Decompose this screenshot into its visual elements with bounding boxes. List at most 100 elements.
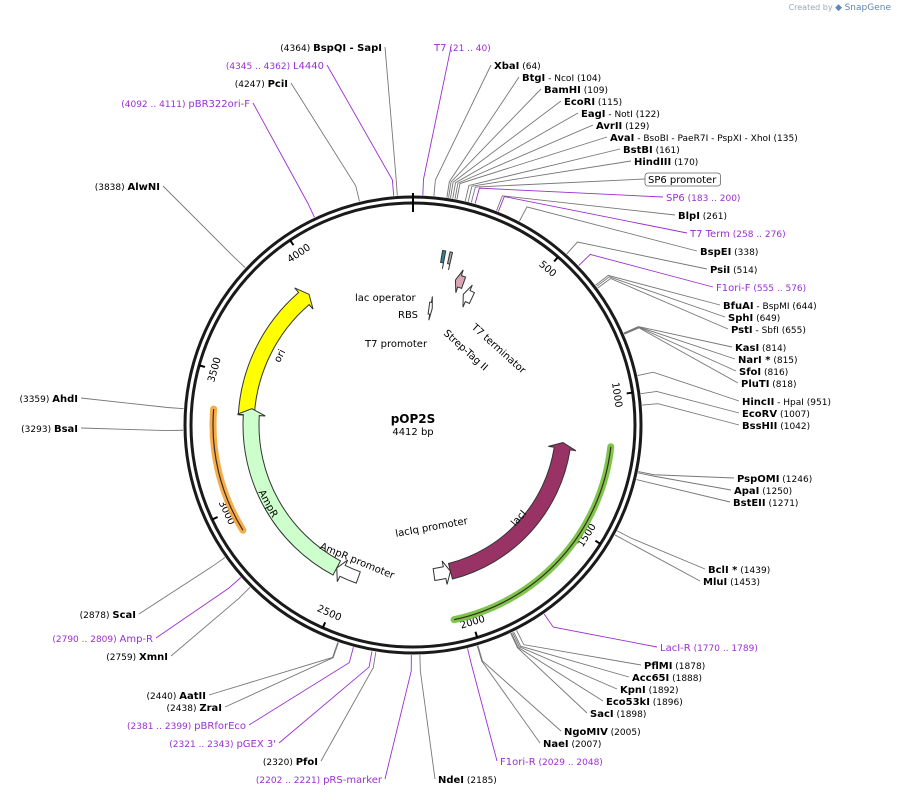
rbs-feature <box>446 251 454 271</box>
lac-operator-feature <box>440 249 447 269</box>
tick-3500 <box>198 364 206 368</box>
leader-bamhi <box>448 88 542 198</box>
leader-blpi <box>496 195 676 216</box>
site-label-naei: NaeI (2007) <box>543 739 601 750</box>
leader-psti <box>597 277 729 330</box>
site-label-nari: NarI * (815) <box>738 355 798 366</box>
leader-xbai <box>433 64 492 196</box>
leader-bsteii <box>636 479 731 503</box>
site-label-ahdi: (3359) AhdI <box>19 394 78 405</box>
site-label-laci-r: LacI-R (1770 .. 1789) <box>660 643 758 654</box>
site-label-hincii: HincII - HpaI (951) <box>742 397 831 408</box>
leader-bcli <box>616 530 706 570</box>
site-label-bsshii: BssHII (1042) <box>742 421 810 432</box>
leader-prs-marker <box>384 654 412 780</box>
leader-t7 <box>422 46 452 196</box>
leader-ahdi <box>80 397 184 410</box>
label-leader-lines <box>80 46 740 780</box>
leader-sp6-promoter <box>470 178 646 203</box>
snapgene-credit: Created by ◆ SnapGene <box>789 3 891 13</box>
site-label-pcii: (4247) PciI <box>235 79 288 90</box>
leader-bspei <box>519 206 698 252</box>
inner-label-lac-operator: lac operator <box>355 293 416 304</box>
site-label-pbrforeco: (2381 .. 2399) pBRforEco <box>127 721 246 732</box>
t7-terminator-feature <box>462 284 476 308</box>
site-label-sp6-promoter: SP6 promoter <box>648 175 717 186</box>
leader-ngomiv <box>477 645 562 732</box>
site-label-aatii: (2440) AatII <box>146 691 206 702</box>
site-label-kasi: KasI (814) <box>735 343 786 354</box>
site-label-t7-term: T7 Term (258 .. 276) <box>689 229 786 240</box>
leader-pcii <box>290 82 360 202</box>
leader-t7-term <box>497 196 688 234</box>
site-label-avai: AvaI - BsoBI - PaeR7I - PspXI - XhoI (13… <box>610 133 798 144</box>
leader-psii <box>566 241 708 270</box>
site-label-t7: T7 (21 .. 40) <box>433 43 491 54</box>
leader-hindiii <box>467 160 632 202</box>
site-label-hindiii: HindIII (170) <box>634 157 698 168</box>
feature-label-ori: ori <box>272 348 288 365</box>
leader-sfoi <box>623 326 737 372</box>
site-label-bspqi-sapi: (4364) BspQI - SapI <box>280 43 382 54</box>
leader-avai <box>456 136 608 200</box>
site-label-f1ori-r: F1ori-R (2029 .. 2048) <box>500 757 603 768</box>
laciq-promoter-feature <box>432 560 451 585</box>
leader-pflmi <box>516 630 642 666</box>
ampr-promoter-feature <box>336 559 361 584</box>
leader-laci-r <box>543 613 658 648</box>
ampr-feature <box>237 408 342 576</box>
strep-tag-feature <box>454 269 467 293</box>
site-label-bspei: BspEI (338) <box>700 247 758 258</box>
leader-acc65i <box>513 631 630 678</box>
leader-ecorv <box>640 391 740 414</box>
site-label-apai: ApaI (1250) <box>734 486 792 497</box>
laci-selection-arc-core <box>453 446 612 621</box>
site-label-pflmi: PflMI (1878) <box>644 661 705 672</box>
site-label-l4440: (4345 .. 4362) L4440 <box>226 61 324 72</box>
leader-eco53ki <box>510 632 604 702</box>
leader-bsshii <box>642 403 740 426</box>
snapgene-logo: ◆ <box>835 3 843 13</box>
leader-ecori <box>450 100 562 199</box>
site-label-avrii: AvrII (129) <box>596 121 649 132</box>
site-label-pluti: PluTI (818) <box>741 379 796 390</box>
site-label-mlui: MluI (1453) <box>703 577 760 588</box>
leader-apai <box>637 472 732 491</box>
site-label-acc65i: Acc65I (1888) <box>632 673 702 684</box>
leader-pbr322ori-f <box>252 102 315 218</box>
site-label-bsteii: BstEII (1271) <box>733 498 798 509</box>
leader-hincii <box>637 371 740 402</box>
site-label-btgi: BtgI - NcoI (104) <box>522 73 601 84</box>
site-label-f1ori-f: F1ori-F (555 .. 576) <box>716 283 806 294</box>
leader-pspomi <box>638 471 735 479</box>
leader-bstbi <box>464 148 621 202</box>
site-label-eagi: EagI - NotI (122) <box>581 109 660 120</box>
tick-1500 <box>594 539 601 545</box>
leader-xmni <box>170 586 251 657</box>
tick-label-500: 500 <box>536 259 558 280</box>
leader-mlui <box>614 534 701 582</box>
site-label-xmni: (2759) XmnI <box>106 652 168 663</box>
credit-prefix: Created by <box>788 3 833 12</box>
site-label-bfuai: BfuAI - BspMI (644) <box>723 301 817 312</box>
site-label-xbai: XbaI (64) <box>494 61 541 72</box>
site-label-ngomiv: NgoMIV (2005) <box>564 727 641 738</box>
tick-3000 <box>211 516 219 521</box>
site-label-bamhi: BamHI (109) <box>544 85 608 96</box>
tick-label-3500: 3500 <box>206 356 223 383</box>
inner-label-t7-promoter: T7 promoter <box>364 339 428 350</box>
site-label-prs-marker: (2202 .. 2221) pRS-marker <box>256 775 383 786</box>
site-label-ecorv: EcoRV (1007) <box>742 409 810 420</box>
leader-scai <box>138 557 226 615</box>
tick-2000 <box>474 631 479 638</box>
site-label-eco53ki: Eco53kI (1896) <box>606 697 683 708</box>
leader-bsai <box>80 427 184 432</box>
site-label-psii: PsiI (514) <box>710 265 757 276</box>
site-label-scai: (2878) ScaI <box>80 610 136 621</box>
plasmid-size: 4412 bp <box>392 427 433 438</box>
tick-4000 <box>289 239 295 246</box>
leader-pgex-3 <box>278 651 373 744</box>
site-label-bcli: BclI * (1439) <box>708 565 770 576</box>
site-label-pgex-3: (2321 .. 2343) pGEX 3' <box>169 739 276 750</box>
leader-alwni <box>162 185 246 268</box>
